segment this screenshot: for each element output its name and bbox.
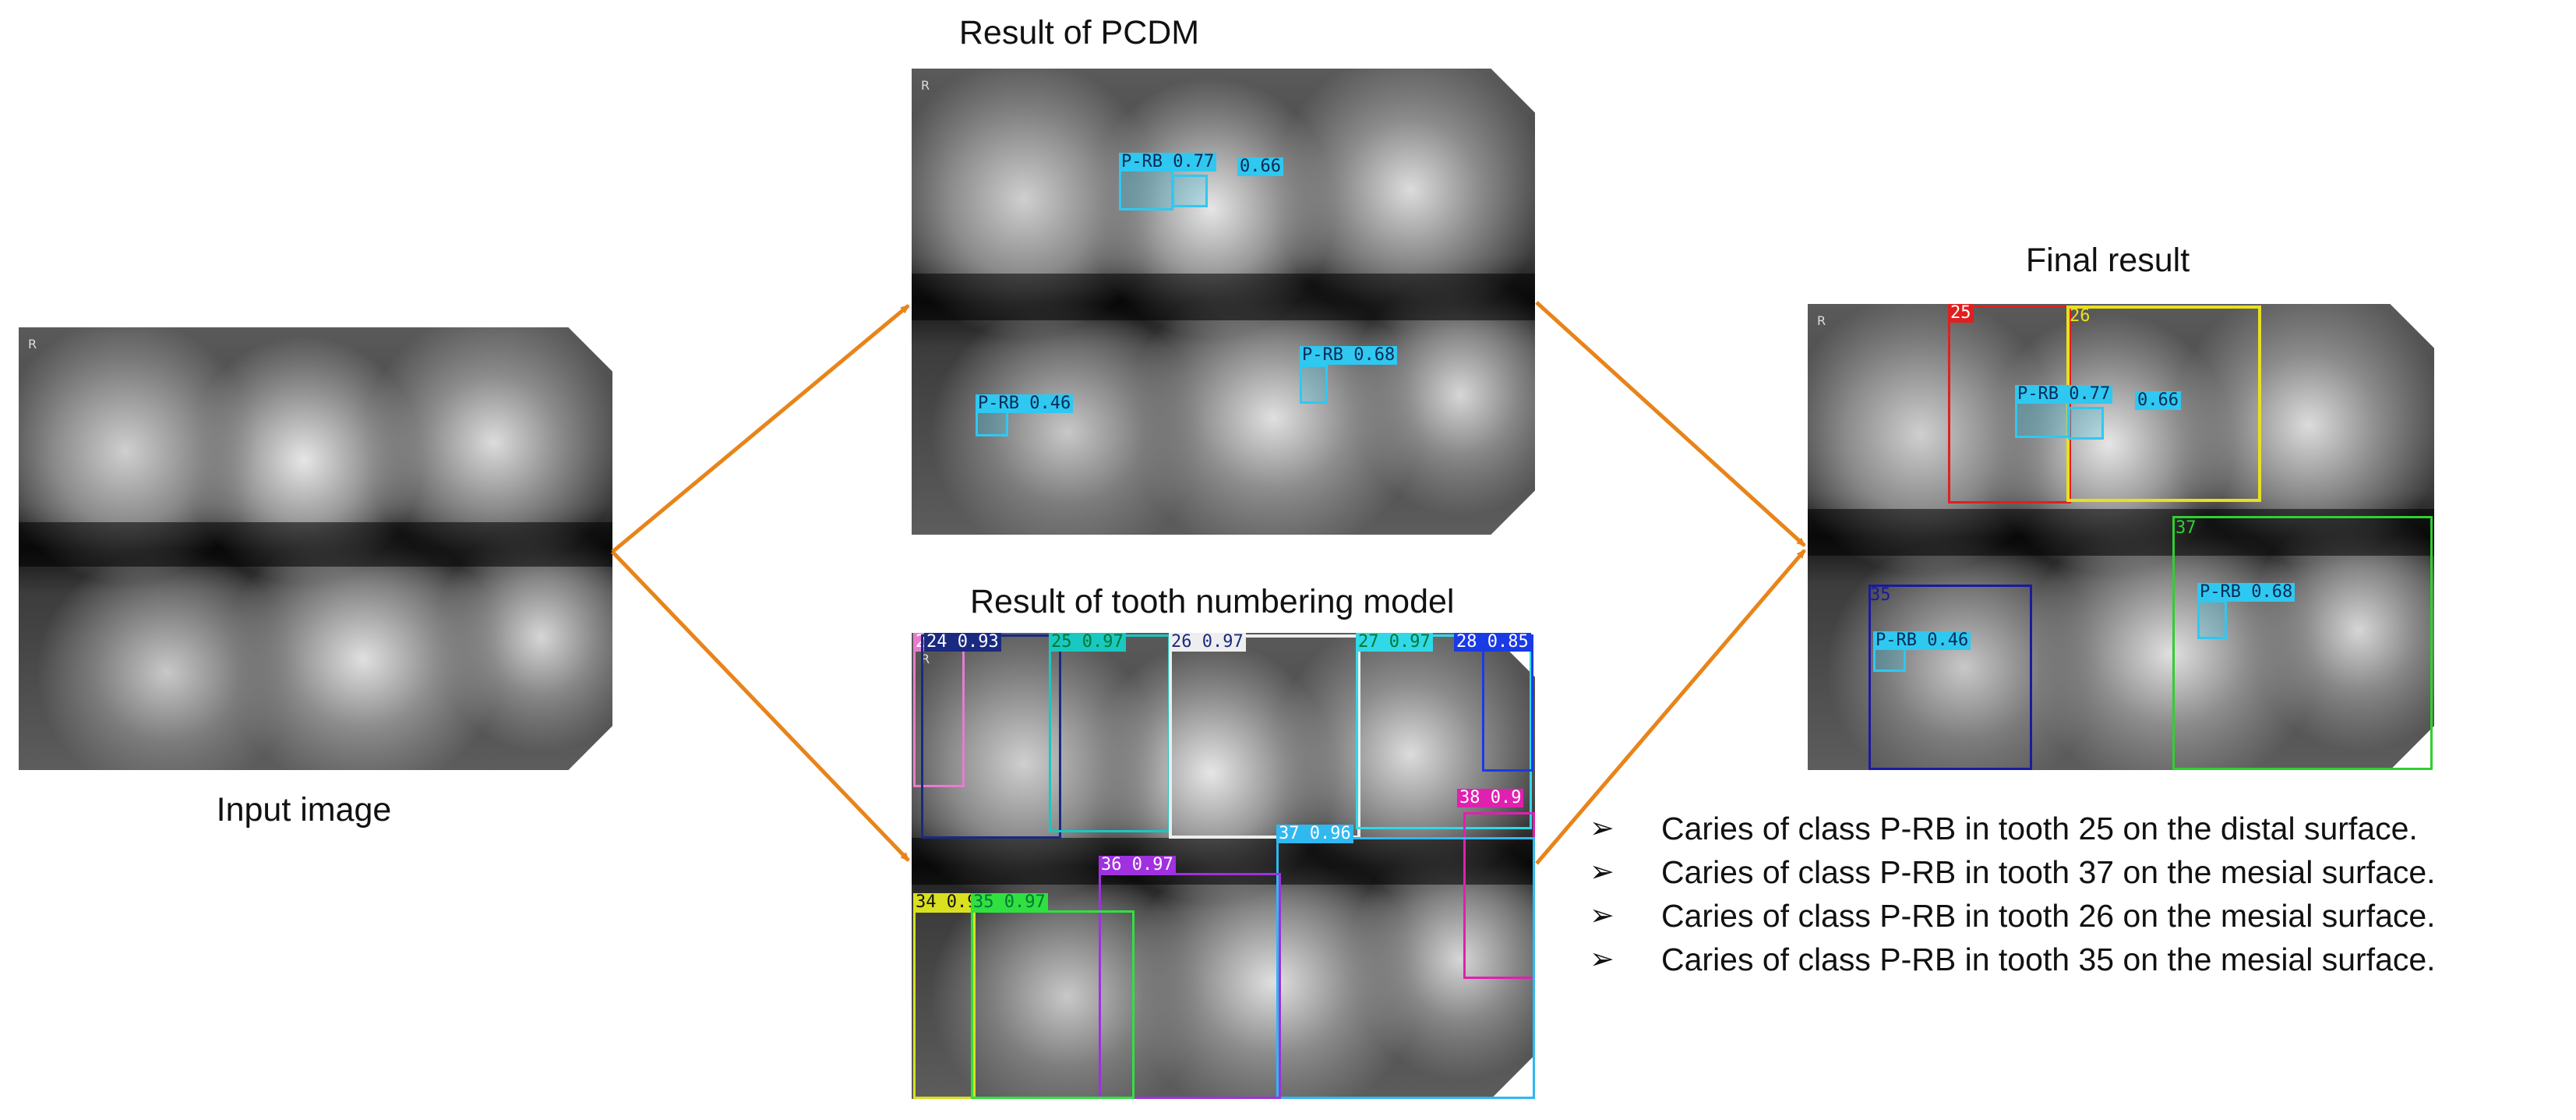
tooth-box-37 xyxy=(1276,837,1535,1099)
final-caries-label-a: P-RB 0.77 xyxy=(2015,385,2113,404)
final-tooth-label-37: 37 xyxy=(2175,518,2197,538)
caries-label-c: P-RB 0.68 xyxy=(1300,346,1398,365)
caries-label-b: 0.66 xyxy=(1237,157,1283,176)
tooth-box-27 xyxy=(1356,634,1532,829)
image-marker: R xyxy=(28,337,37,352)
image-marker: R xyxy=(1817,313,1826,328)
final-caries-label-b: 0.66 xyxy=(2135,391,2181,410)
final-tooth-label-25: 25 xyxy=(1948,304,1974,323)
finding-text: Caries of class P-RB in tooth 25 on the … xyxy=(1661,811,2418,846)
tooth-box-25 xyxy=(1049,634,1170,832)
arrow-bullet-icon: ➢ xyxy=(1590,854,1614,889)
tooth-box-35 xyxy=(971,910,1134,1099)
image-marker: R xyxy=(921,652,930,666)
caries-label-d: P-RB 0.46 xyxy=(976,394,1074,413)
tooth-box-24 xyxy=(921,634,1061,839)
final-tooth-box-37 xyxy=(2172,516,2433,770)
arrow-input-to-numbering xyxy=(611,550,910,862)
final-image: R 25 26 37 35 P-RB 0.77 0.66 P-RB 0.68 P… xyxy=(1808,304,2434,770)
numbering-image: R 2 24 0.93 25 0.97 26 0.97 27 0.97 28 0… xyxy=(912,633,1535,1099)
tooth-label-38: 38 0.9 xyxy=(1457,789,1524,807)
arrow-pcdm-to-final xyxy=(1535,301,1806,547)
tooth-box-26 xyxy=(1169,634,1360,839)
pcdm-image: R P-RB 0.77 0.66 P-RB 0.68 P-RB 0.46 xyxy=(912,69,1535,535)
arrow-input-to-pcdm xyxy=(611,304,910,553)
tooth-label-28: 28 0.85 xyxy=(1454,633,1531,652)
caption-final: Final result xyxy=(2025,242,2190,279)
final-tooth-label-35: 35 xyxy=(1870,585,1891,605)
arrow-bullet-icon: ➢ xyxy=(1590,898,1614,932)
tooth-label-36: 36 0.97 xyxy=(1099,856,1176,874)
caries-box-d xyxy=(976,410,1008,436)
caries-box-b xyxy=(1172,175,1208,207)
caries-box-c xyxy=(1300,365,1328,404)
finding-text: Caries of class P-RB in tooth 37 on the … xyxy=(1661,854,2436,890)
final-caries-box-b xyxy=(2068,407,2104,440)
final-tooth-box-25 xyxy=(1948,306,2071,503)
tooth-label-37: 37 0.96 xyxy=(1276,825,1353,843)
final-caries-label-c: P-RB 0.68 xyxy=(2197,583,2295,602)
tooth-label-26: 26 0.97 xyxy=(1169,633,1246,652)
caption-numbering: Result of tooth numbering model xyxy=(970,583,1455,620)
input-image: R xyxy=(19,327,612,770)
tooth-label-24: 24 0.93 xyxy=(924,633,1001,652)
caption-pcdm: Result of PCDM xyxy=(958,14,1200,51)
finding-text: Caries of class P-RB in tooth 26 on the … xyxy=(1661,898,2436,934)
tooth-label-35: 35 0.97 xyxy=(971,893,1048,912)
caption-input: Input image xyxy=(216,791,392,829)
final-tooth-box-35 xyxy=(1868,585,2032,770)
tooth-label-34: 34 0.9 xyxy=(913,893,980,912)
image-marker: R xyxy=(921,78,930,93)
tooth-label-25: 25 0.97 xyxy=(1049,633,1126,652)
finding-text: Caries of class P-RB in tooth 35 on the … xyxy=(1661,942,2436,977)
final-caries-box-d xyxy=(1873,647,1906,672)
final-caries-label-d: P-RB 0.46 xyxy=(1873,631,1971,650)
tooth-box-36 xyxy=(1099,873,1281,1099)
arrow-bullet-icon: ➢ xyxy=(1590,942,1614,976)
caries-label-a: P-RB 0.77 xyxy=(1119,153,1217,171)
arrow-bullet-icon: ➢ xyxy=(1590,811,1614,845)
final-tooth-label-26: 26 xyxy=(2070,306,2091,326)
tooth-label-27: 27 0.97 xyxy=(1356,633,1433,652)
final-caries-box-c xyxy=(2197,600,2227,639)
tooth-box-28 xyxy=(1482,634,1533,772)
tooth-box-34 xyxy=(913,910,976,1099)
